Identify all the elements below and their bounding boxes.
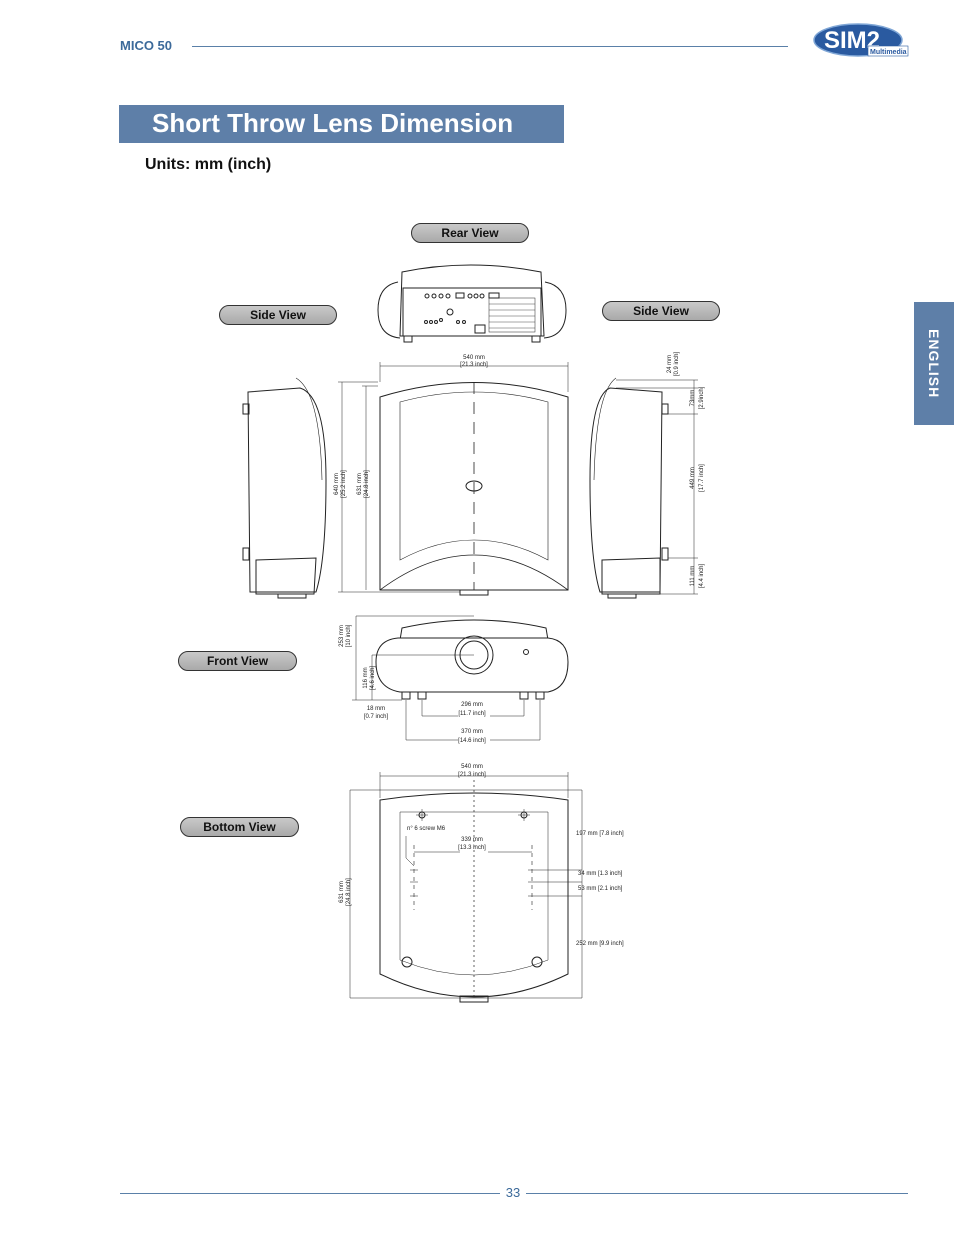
page-number: 33 <box>505 1185 521 1200</box>
side-view-right-drawing <box>589 377 698 599</box>
dim-f370-in: [14.6 inch] <box>458 738 486 744</box>
dim-b34: 34 mm [1.3 inch] <box>578 871 623 877</box>
dim-r449-mm: 449 mm <box>690 467 696 489</box>
dim-f296-in: [11.7 inch] <box>458 711 486 717</box>
dim-f116-mm: 116 mm <box>363 667 369 688</box>
title-banner <box>119 105 564 143</box>
language-tab <box>914 302 954 425</box>
dim-b540-in: [21.3 inch] <box>458 772 486 778</box>
footer-rule-right <box>526 1193 908 1194</box>
dim-top-width-in: [21.3 inch] <box>460 362 488 368</box>
logo-sub-text: Multimedia <box>870 49 907 56</box>
side-view-left-label: Side View <box>219 305 337 325</box>
dim-r73-in: [2.9inch] <box>699 386 705 409</box>
dim-f18-mm: 18 mm <box>367 706 385 712</box>
dim-b339-in: [13.3 inch] <box>458 845 486 851</box>
dim-top-width-mm: 540 mm <box>463 355 485 361</box>
side-view-left-drawing <box>242 377 327 599</box>
dimension-labels: 540 mm [21.3 inch] 640 mm [25.2 inch] 63… <box>334 351 705 947</box>
bottom-view-label: Bottom View <box>180 817 299 837</box>
side-view-right-label: Side View <box>602 301 720 321</box>
dim-f296-mm: 296 mm <box>461 702 483 708</box>
dim-r24-mm: 24 mm <box>667 355 673 373</box>
dim-b631-in: [24.8 inch] <box>346 878 352 906</box>
dim-b540-mm: 540 mm <box>461 764 483 770</box>
front-view-label: Front View <box>178 651 297 671</box>
dim-f253-in: [10 inch] <box>346 624 352 647</box>
dim-b339-mm: 339 mm <box>461 837 483 843</box>
dim-b197: 197 mm [7.8 inch] <box>576 831 624 837</box>
header-rule <box>192 46 788 47</box>
dim-r24-in: [0.9 inch] <box>674 351 680 376</box>
dim-r111-mm: 111 mm <box>690 566 696 587</box>
dim-b631-mm: 631 mm <box>339 881 345 903</box>
page-title: Short Throw Lens Dimension <box>152 108 514 138</box>
dim-b53: 53 mm [2.1 inch] <box>578 886 623 892</box>
dim-r73-mm: 73mm <box>690 390 696 407</box>
model-name: MICO 50 <box>120 38 173 53</box>
dim-side-h2-in: [24.8 inch] <box>364 470 370 498</box>
dim-f116-in: [4.6 inch] <box>370 665 376 690</box>
sim2-logo: SIM2 Multimedia <box>813 23 909 57</box>
units-note: Units: mm (inch) <box>145 156 272 173</box>
dim-side-h1-in: [25.2 inch] <box>341 470 347 498</box>
dim-side-h2-mm: 631 mm <box>357 473 363 495</box>
bottom-view-drawing <box>349 772 583 1003</box>
front-view-drawing <box>352 615 569 741</box>
language-tab-label: ENGLISH <box>926 328 942 399</box>
dim-side-h1-mm: 640 mm <box>334 473 340 495</box>
rear-view-drawing <box>377 264 567 343</box>
dim-r449-in: [17.7 inch] <box>699 464 705 492</box>
dim-f370-mm: 370 mm <box>461 729 483 735</box>
dim-f18-in: [0.7 inch] <box>364 714 389 720</box>
dim-b252: 252 mm [9.9 inch] <box>576 941 624 947</box>
rear-view-label: Rear View <box>411 223 529 243</box>
top-view-drawing <box>338 362 569 596</box>
footer-rule-left <box>120 1193 500 1194</box>
dim-f253-mm: 253 mm <box>339 625 345 647</box>
dim-r111-in: [4.4 inch] <box>699 563 705 588</box>
dim-b-screws: n° 6 screw M6 <box>407 826 446 832</box>
